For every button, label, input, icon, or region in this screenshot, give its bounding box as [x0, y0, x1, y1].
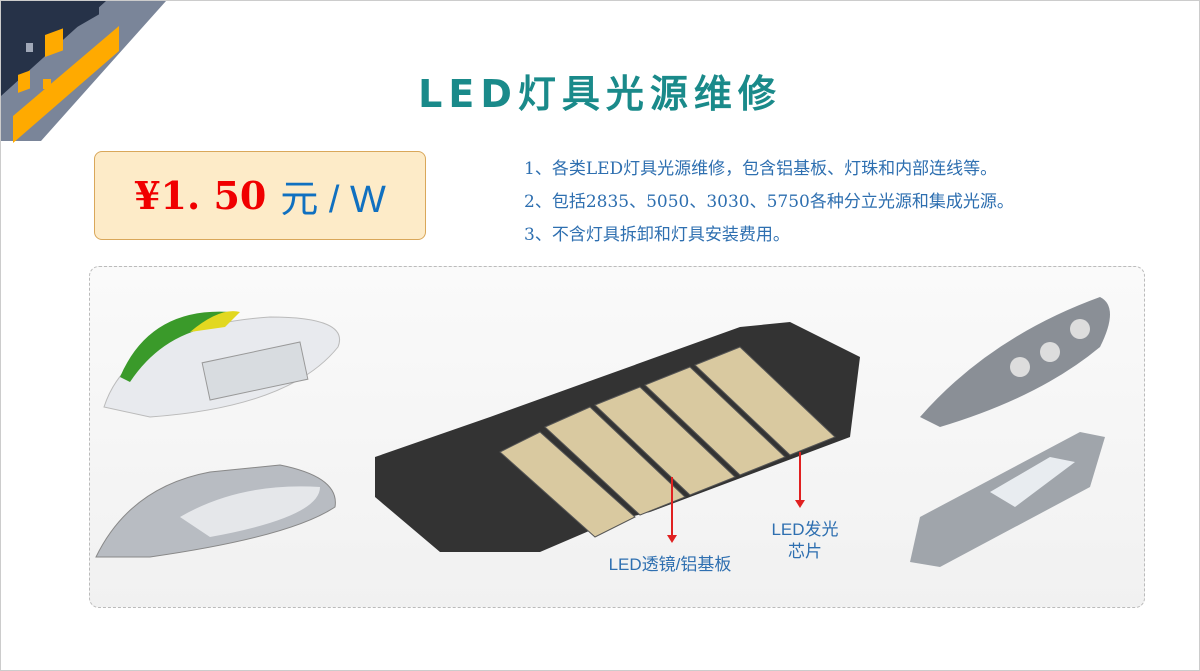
- lamp-image-cob: [920, 297, 1110, 427]
- chip-callout-line2: 芯片: [788, 542, 822, 561]
- price-amount: ¥1. 50: [134, 173, 267, 218]
- lamp-image-triple-module: [910, 432, 1105, 567]
- lamp-image-oval: [95, 464, 336, 558]
- chip-callout-label: LED发光 芯片: [760, 519, 850, 563]
- street-lights-illustration: [95, 297, 1110, 567]
- lamp-image-green: [103, 311, 340, 418]
- product-image-panel: LED透镜/铝基板 LED发光 芯片: [89, 266, 1145, 608]
- corner-decoration: [1, 1, 166, 143]
- service-notes: 1、各类LED灯具光源维修，包含铝基板、灯珠和内部连线等。 2、包括2835、5…: [524, 153, 1014, 252]
- chip-callout-line1: LED发光: [771, 520, 839, 539]
- lens-callout-arrow: [667, 477, 677, 543]
- price-box: ¥1. 50 元 / W: [94, 151, 426, 240]
- note-item: 2、包括2835、5050、3030、5750各种分立光源和集成光源。: [524, 192, 1014, 212]
- note-item: 3、不含灯具拆卸和灯具安装费用。: [524, 225, 790, 245]
- note-item: 1、各类LED灯具光源维修，包含铝基板、灯珠和内部连线等。: [524, 159, 998, 179]
- lamp-image-module: [375, 322, 860, 552]
- lens-callout-label: LED透镜/铝基板: [608, 555, 732, 574]
- chip-callout-arrow: [795, 452, 805, 508]
- page-title: LED灯具光源维修: [418, 72, 782, 116]
- price-unit: 元 / W: [280, 179, 386, 221]
